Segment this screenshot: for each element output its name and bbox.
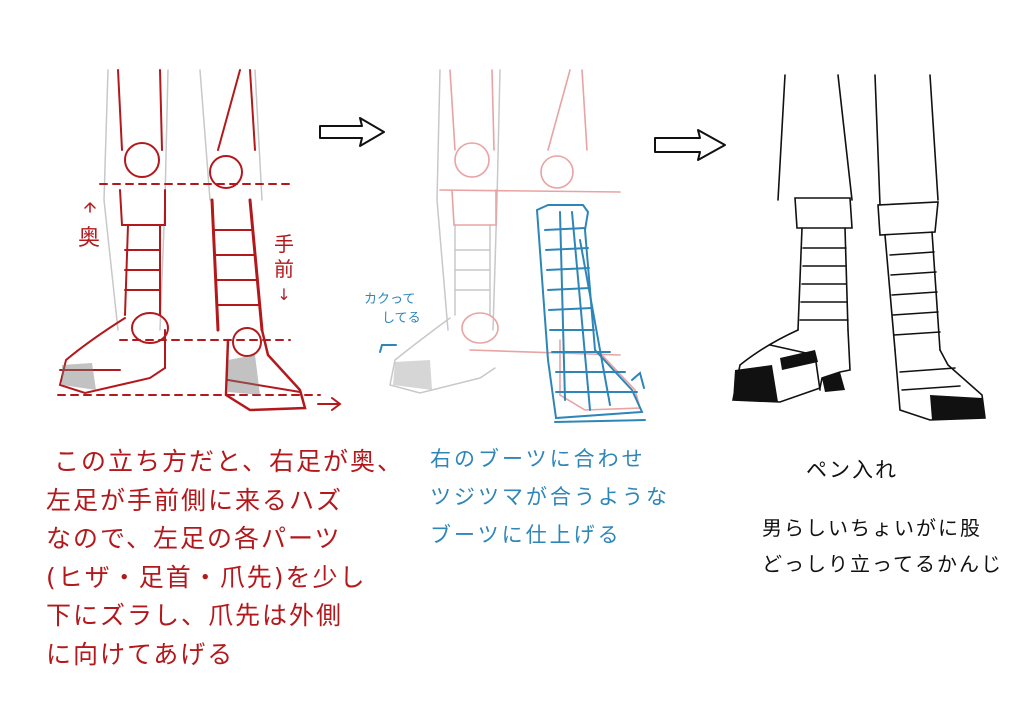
label-back: ↑ 奥 bbox=[78, 200, 102, 252]
explanation-line: ブーツに仕上げる bbox=[430, 523, 622, 547]
arrow-icon bbox=[654, 129, 726, 161]
label-front-arrow: ↓ bbox=[277, 285, 293, 304]
panel-2-sketch bbox=[379, 69, 646, 423]
explanation-line: 右のブーツに合わせ bbox=[430, 447, 646, 471]
panel-1-shoe-fill bbox=[62, 355, 260, 395]
step1-explanation: この立ち方だと、右足が奥、 左足が手前側に来るハズ なので、左足の各パーツ (ヒ… bbox=[46, 443, 404, 674]
explanation-line: (ヒザ・足首・爪先)を少し bbox=[46, 562, 367, 592]
explanation-line: ツジツマが合うような bbox=[430, 485, 670, 509]
explanation-line: どっしり立ってるかんじ bbox=[762, 552, 1003, 576]
step2-explanation: 右のブーツに合わせ ツジツマが合うような ブーツに仕上げる bbox=[430, 440, 670, 554]
arrow-icon bbox=[319, 117, 385, 147]
label-front: 手 前 ↓ bbox=[274, 232, 296, 307]
label-back-text: 奥 bbox=[78, 226, 103, 251]
step3-explanation: 男らしいちょいがに股 どっしり立ってるかんじ bbox=[762, 510, 1003, 582]
explanation-line: に向けてあげる bbox=[46, 639, 235, 669]
explanation-line: この立ち方だと、右足が奥、 bbox=[54, 447, 405, 476]
label-front-char-2: 前 bbox=[274, 257, 296, 281]
panel-3-boot-fill bbox=[733, 350, 985, 420]
explanation-line: 左足が手前側に来るハズ bbox=[46, 485, 344, 515]
panel-3-inked-boots bbox=[732, 74, 986, 421]
step3-title: ペン入れ bbox=[806, 458, 898, 482]
explanation-line: 下にズラし、爪先は外側 bbox=[46, 601, 344, 630]
explanation-line: 男らしいちょいがに股 bbox=[762, 516, 982, 540]
annotation-angular: カクって してる bbox=[364, 290, 421, 328]
annotation-line: してる bbox=[382, 311, 421, 326]
panel-1-red-sketch bbox=[57, 69, 342, 412]
annotation-line: カクって bbox=[364, 292, 416, 307]
label-front-char-1: 手 bbox=[274, 232, 296, 256]
explanation-line: なので、左足の各パーツ bbox=[46, 524, 342, 553]
